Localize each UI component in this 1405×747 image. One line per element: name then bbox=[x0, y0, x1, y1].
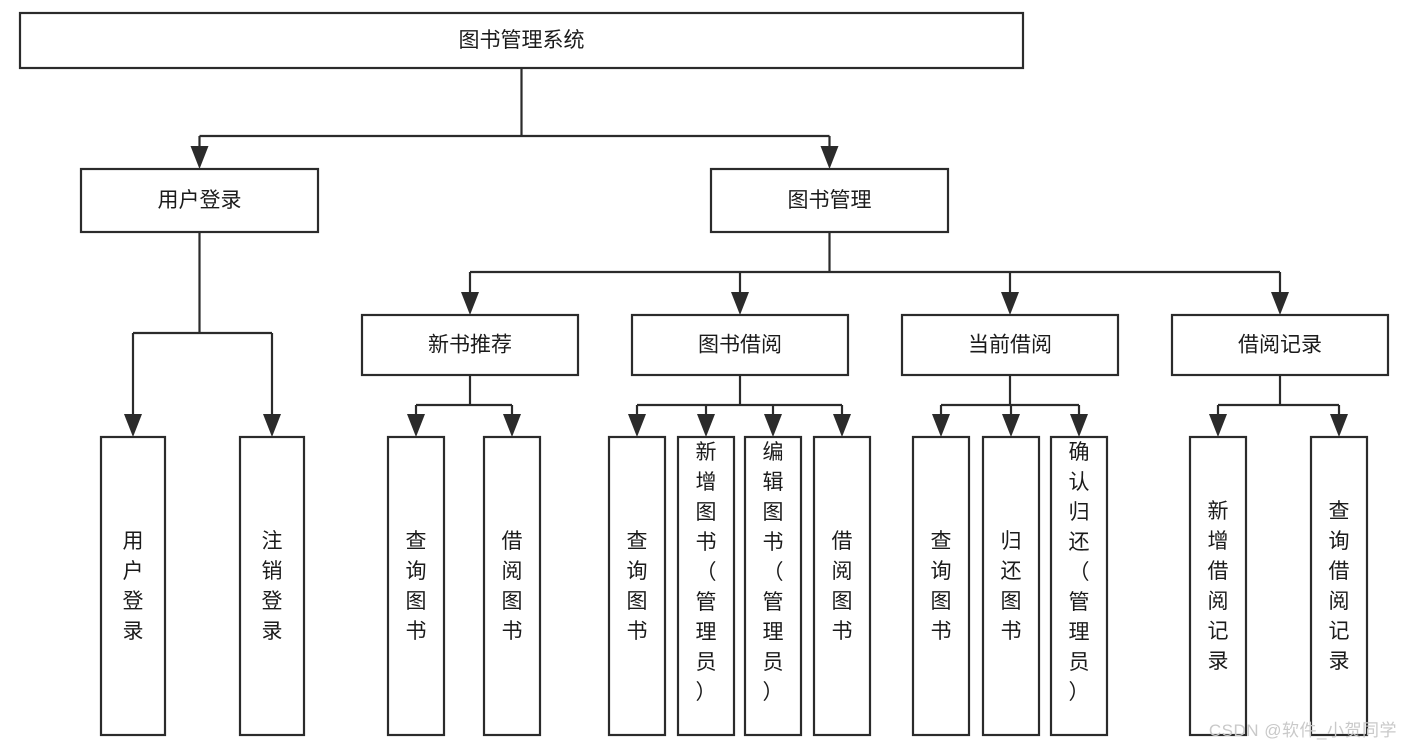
arrow-head-icon bbox=[503, 414, 521, 437]
node-leaf-add-book-label: 新增图书（管理员） bbox=[696, 441, 717, 704]
node-current-borrow-label: 当前借阅 bbox=[968, 334, 1052, 357]
node-leaf-edit-book-label: 编辑图书（管理员） bbox=[763, 441, 784, 704]
node-book-borrow-box bbox=[630, 313, 850, 377]
node-book-borrow-label: 图书借阅 bbox=[698, 334, 782, 357]
arrow-head-icon bbox=[124, 414, 142, 437]
node-leaf-confirm-return-label: 确认归还（管理员） bbox=[1069, 441, 1090, 704]
connector-layer bbox=[124, 68, 1348, 437]
node-layer: 图书管理系统用户登录图书管理新书推荐图书借阅当前借阅借阅记录用户登录注销登录查询… bbox=[18, 11, 1390, 737]
arrow-head-icon bbox=[263, 414, 281, 437]
node-leaf-query-book-1-box bbox=[386, 435, 446, 737]
node-book-management-label: 图书管理 bbox=[788, 189, 872, 212]
arrow-head-icon bbox=[461, 292, 479, 315]
node-leaf-logout-box bbox=[238, 435, 306, 737]
arrow-head-icon bbox=[1070, 414, 1088, 437]
node-leaf-edit-book[interactable]: 编辑图书（管理员） bbox=[743, 435, 803, 737]
node-current-borrow[interactable]: 当前借阅 bbox=[900, 313, 1120, 377]
arrow-head-icon bbox=[1271, 292, 1289, 315]
node-leaf-return-book[interactable]: 归还图书 bbox=[981, 435, 1041, 737]
node-leaf-query-book-1[interactable]: 查询图书 bbox=[386, 435, 446, 737]
node-leaf-user-login[interactable]: 用户登录 bbox=[99, 435, 167, 737]
arrow-head-icon bbox=[820, 146, 839, 169]
node-leaf-query-record-label: 查询借阅记录 bbox=[1329, 500, 1350, 673]
node-leaf-query-book-3-box bbox=[911, 435, 971, 737]
arrow-head-icon bbox=[407, 414, 425, 437]
arrow-head-icon bbox=[1209, 414, 1227, 437]
node-leaf-borrow-book-2-box bbox=[812, 435, 872, 737]
node-root-system[interactable]: 图书管理系统 bbox=[18, 11, 1025, 70]
arrow-head-icon bbox=[697, 414, 715, 437]
node-leaf-query-record-box bbox=[1309, 435, 1369, 737]
node-leaf-logout[interactable]: 注销登录 bbox=[238, 435, 306, 737]
node-leaf-edit-book-box bbox=[743, 435, 803, 737]
node-book-management-box bbox=[709, 167, 950, 234]
node-leaf-add-record-label: 新增借阅记录 bbox=[1208, 500, 1229, 673]
arrow-head-icon bbox=[731, 292, 749, 315]
node-leaf-query-book-2-box bbox=[607, 435, 667, 737]
arrow-head-icon bbox=[190, 146, 209, 169]
node-leaf-confirm-return[interactable]: 确认归还（管理员） bbox=[1049, 435, 1109, 737]
node-user-login-label: 用户登录 bbox=[158, 189, 242, 212]
node-root-system-box bbox=[18, 11, 1025, 70]
node-leaf-user-login-box bbox=[99, 435, 167, 737]
arrow-head-icon bbox=[833, 414, 851, 437]
node-leaf-borrow-book-2-label: 借阅图书 bbox=[832, 530, 853, 643]
node-leaf-borrow-book-1-box bbox=[482, 435, 542, 737]
node-leaf-query-book-3-label: 查询图书 bbox=[931, 530, 952, 643]
node-new-book-recommend-label: 新书推荐 bbox=[428, 334, 512, 357]
node-current-borrow-box bbox=[900, 313, 1120, 377]
node-new-book-recommend[interactable]: 新书推荐 bbox=[360, 313, 580, 377]
watermark-text: CSDN @软件_小贺同学 bbox=[1208, 721, 1397, 740]
node-leaf-user-login-label: 用户登录 bbox=[123, 530, 144, 643]
node-leaf-confirm-return-box bbox=[1049, 435, 1109, 737]
node-borrow-record-box bbox=[1170, 313, 1390, 377]
arrow-head-icon bbox=[764, 414, 782, 437]
node-book-borrow[interactable]: 图书借阅 bbox=[630, 313, 850, 377]
node-leaf-borrow-book-1[interactable]: 借阅图书 bbox=[482, 435, 542, 737]
node-leaf-logout-label: 注销登录 bbox=[262, 530, 283, 643]
node-leaf-return-book-label: 归还图书 bbox=[1001, 530, 1022, 643]
node-new-book-recommend-box bbox=[360, 313, 580, 377]
node-leaf-borrow-book-1-label: 借阅图书 bbox=[502, 530, 523, 643]
node-root-system-label: 图书管理系统 bbox=[459, 29, 585, 52]
node-user-login-box bbox=[79, 167, 320, 234]
arrow-head-icon bbox=[628, 414, 646, 437]
node-borrow-record[interactable]: 借阅记录 bbox=[1170, 313, 1390, 377]
node-leaf-return-book-box bbox=[981, 435, 1041, 737]
node-user-login[interactable]: 用户登录 bbox=[79, 167, 320, 234]
node-leaf-add-record[interactable]: 新增借阅记录 bbox=[1188, 435, 1248, 737]
node-leaf-add-record-box bbox=[1188, 435, 1248, 737]
node-leaf-query-book-3[interactable]: 查询图书 bbox=[911, 435, 971, 737]
node-borrow-record-label: 借阅记录 bbox=[1238, 334, 1322, 357]
node-leaf-borrow-book-2[interactable]: 借阅图书 bbox=[812, 435, 872, 737]
node-book-management[interactable]: 图书管理 bbox=[709, 167, 950, 234]
node-leaf-add-book[interactable]: 新增图书（管理员） bbox=[676, 435, 736, 737]
node-leaf-query-book-2[interactable]: 查询图书 bbox=[607, 435, 667, 737]
node-leaf-query-book-2-label: 查询图书 bbox=[627, 530, 648, 643]
node-leaf-add-book-box bbox=[676, 435, 736, 737]
arrow-head-icon bbox=[1330, 414, 1348, 437]
arrow-head-icon bbox=[1002, 414, 1020, 437]
node-leaf-query-record[interactable]: 查询借阅记录 bbox=[1309, 435, 1369, 737]
arrow-head-icon bbox=[1001, 292, 1019, 315]
arrow-head-icon bbox=[932, 414, 950, 437]
node-leaf-query-book-1-label: 查询图书 bbox=[406, 530, 427, 643]
